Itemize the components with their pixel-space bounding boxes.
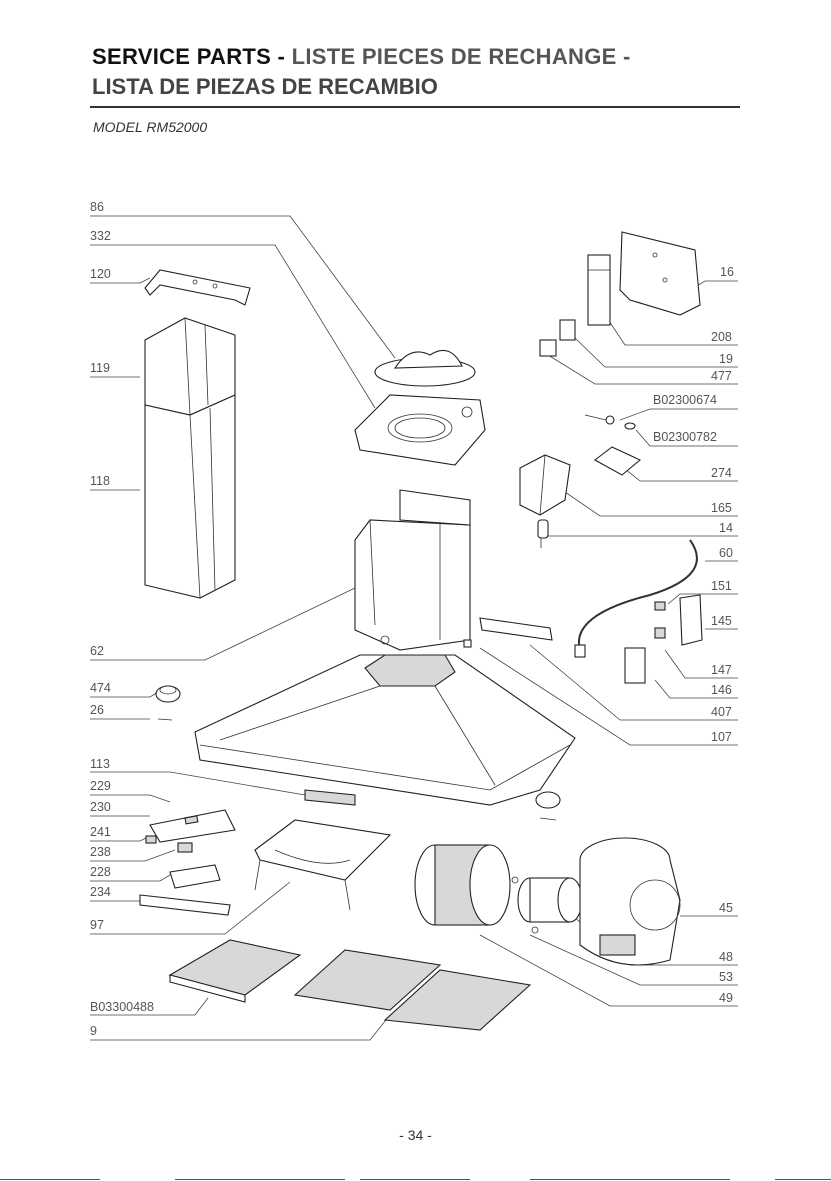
label-228: 228 (90, 865, 111, 879)
part-small-controls (140, 836, 230, 915)
label-49: 49 (719, 991, 733, 1005)
label-238: 238 (90, 845, 111, 859)
part-right-knob (536, 792, 560, 820)
part-9-mesh-filters (295, 950, 530, 1030)
label-60: 60 (719, 546, 733, 560)
label-147: 147 (711, 663, 732, 677)
part-113-light-strip (305, 790, 355, 805)
label-16: 16 (720, 265, 734, 279)
label-14: 14 (719, 521, 733, 535)
label-145: 145 (711, 614, 732, 628)
label-229: 229 (90, 779, 111, 793)
label-118: 118 (90, 474, 110, 488)
part-blower-wheel (415, 845, 510, 925)
part-14-capacitor (538, 520, 548, 548)
label-26: 26 (90, 703, 104, 717)
label-332: 332 (90, 229, 111, 243)
part-45-blower-housing (580, 838, 680, 965)
label-19: 19 (719, 352, 733, 366)
part-145-147-146-electrical (625, 595, 702, 683)
part-107-clip (464, 640, 471, 647)
label-45: 45 (719, 901, 733, 915)
part-274-switch-box (595, 447, 640, 475)
label-208: 208 (711, 330, 732, 344)
label-274: 274 (711, 466, 732, 480)
part-hood-canopy (195, 655, 575, 805)
label-B02300782: B02300782 (653, 430, 717, 444)
footer-rule-2 (175, 1179, 345, 1180)
label-165: 165 (711, 501, 732, 515)
part-86-damper (375, 350, 475, 386)
part-charcoal-filter (170, 940, 300, 1002)
part-60-power-cord (575, 540, 697, 657)
part-208-relay (588, 255, 610, 325)
part-120-bracket (145, 270, 250, 305)
left-callouts: 86 332 120 119 118 62 474 26 113 229 230… (90, 200, 395, 1040)
part-474-knob (156, 686, 180, 720)
label-241: 241 (90, 825, 111, 839)
label-48: 48 (719, 950, 733, 964)
label-230: 230 (90, 800, 111, 814)
part-19-477-switches (540, 320, 575, 356)
label-97: 97 (90, 918, 104, 932)
label-113: 113 (90, 757, 110, 771)
part-332-flange (355, 395, 485, 465)
label-62: 62 (90, 644, 104, 658)
label-151: 151 (711, 579, 732, 593)
footer-rule-5 (775, 1179, 831, 1180)
label-120: 120 (90, 267, 111, 281)
footer-rule-4 (530, 1179, 730, 1180)
label-119: 119 (90, 361, 110, 375)
part-230-control-panel (150, 810, 235, 842)
footer-rule-1 (0, 1179, 100, 1180)
part-407-rail (480, 618, 552, 640)
label-B03300488: B03300488 (90, 1000, 154, 1014)
part-165-bracket (520, 455, 570, 515)
label-407: 407 (711, 705, 732, 719)
label-474: 474 (90, 681, 111, 695)
label-234: 234 (90, 885, 111, 899)
part-motor (512, 877, 582, 933)
label-9: 9 (90, 1024, 97, 1038)
label-53: 53 (719, 970, 733, 984)
label-B02300674: B02300674 (653, 393, 717, 407)
page-number: - 34 - (0, 1127, 831, 1143)
footer-rule-3 (360, 1179, 470, 1180)
label-146: 146 (711, 683, 732, 697)
part-118-lower-chimney (145, 395, 235, 598)
part-97-filter-frame (255, 820, 390, 910)
label-107: 107 (711, 730, 732, 744)
part-16-mounting-plate (620, 232, 700, 315)
label-477: 477 (711, 369, 732, 383)
part-62-inner-housing (355, 490, 470, 650)
label-86: 86 (90, 200, 104, 214)
